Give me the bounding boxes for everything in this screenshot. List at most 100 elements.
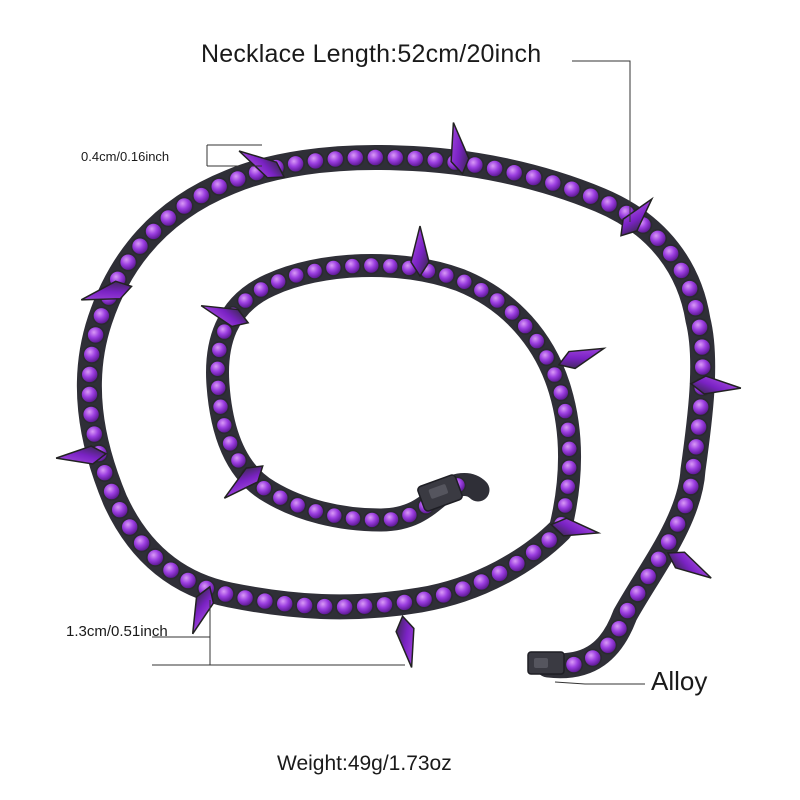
gem-stone — [488, 291, 507, 310]
gem-stone — [490, 564, 509, 583]
end-clasp — [527, 651, 565, 675]
gem-stone — [524, 543, 543, 562]
gem-stone — [485, 159, 504, 178]
gem-stone — [680, 279, 700, 298]
gem-stone — [524, 168, 543, 187]
gem-stone — [414, 589, 434, 609]
gem-stone — [693, 357, 713, 377]
gem-stone — [437, 266, 456, 285]
gem-stone — [229, 451, 248, 470]
gem-stone — [132, 533, 151, 553]
gem-stone — [539, 530, 559, 550]
measurement-lines — [152, 60, 645, 685]
gem-stone — [649, 549, 668, 569]
gem-stone — [286, 154, 305, 174]
gem-stone — [672, 261, 691, 280]
gem-stone — [686, 298, 705, 318]
gem-stone — [85, 424, 104, 444]
material-label: Alloy — [651, 666, 708, 696]
gem-stone — [675, 496, 695, 515]
gem-stone — [598, 635, 618, 655]
gem-stone — [287, 266, 306, 285]
gem-stone — [543, 173, 563, 193]
gem-stone — [504, 163, 524, 182]
gem-stone — [583, 648, 603, 668]
gem-stone — [527, 332, 546, 350]
gem-stone — [208, 359, 227, 378]
spike-charms — [55, 122, 742, 668]
gem-stone — [560, 458, 579, 477]
outer-stone-row — [80, 148, 713, 675]
gem-stone — [221, 434, 239, 453]
gem-stone — [405, 149, 425, 168]
gem-stone — [215, 416, 234, 435]
gem-stone — [599, 194, 619, 214]
gem-stone — [110, 500, 129, 520]
gem-stone — [551, 383, 570, 402]
gem-stone — [146, 548, 165, 567]
gem-stone — [659, 532, 678, 552]
gem-stone — [516, 317, 535, 335]
gem-stone — [691, 397, 711, 417]
gem-stone — [235, 588, 255, 608]
gem-stone — [545, 365, 564, 384]
gem-stone — [325, 506, 344, 525]
gem-stone — [271, 488, 290, 507]
gem-stone — [255, 479, 273, 498]
gem-stone — [210, 341, 229, 359]
gem-stone — [269, 272, 288, 291]
gem-stone — [562, 179, 582, 199]
thickness-label: 0.4cm/0.16inch — [81, 149, 170, 164]
gem-stone — [306, 151, 325, 171]
gem-stone — [288, 496, 307, 515]
gem-stone — [92, 306, 111, 326]
width-label: 1.3cm/0.51inch — [66, 623, 168, 640]
gem-stone — [400, 506, 419, 524]
gem-stone — [560, 439, 579, 458]
gem-stone — [375, 595, 394, 615]
gem-stone — [472, 572, 491, 592]
gem-stone — [178, 571, 198, 590]
gem-stone — [472, 281, 491, 300]
gem-stone — [305, 262, 324, 280]
gem-stone — [363, 511, 381, 529]
gem-stone — [382, 510, 400, 529]
gem-stone — [556, 402, 575, 420]
gem-stone — [315, 597, 334, 616]
gem-stone — [559, 420, 577, 439]
gem-stone — [120, 517, 139, 537]
gem-stone — [638, 567, 658, 586]
gem-stone — [507, 554, 527, 573]
gem-stone — [365, 148, 385, 167]
gem-stone — [692, 337, 712, 357]
gem-stone — [648, 229, 668, 248]
gem-stone — [80, 385, 99, 404]
gem-stone — [690, 317, 709, 337]
gem-stone — [684, 457, 703, 476]
gem-stone — [628, 584, 648, 603]
gem-stone — [82, 345, 101, 364]
gem-stone — [118, 252, 138, 272]
gem-stone — [668, 514, 687, 534]
gem-stone — [275, 594, 295, 614]
gem-stone — [661, 244, 681, 263]
gem-stone — [102, 482, 121, 501]
gem-stone — [306, 502, 325, 521]
gem-stone — [686, 437, 706, 457]
gem-stone — [252, 280, 270, 299]
gem-stone — [236, 291, 255, 310]
chain-base — [76, 144, 716, 679]
gem-stone — [130, 236, 150, 256]
gem-stone — [355, 596, 374, 616]
gem-stone — [216, 584, 235, 604]
gem-stone — [144, 222, 163, 241]
gem-stone — [455, 272, 474, 291]
gem-stone — [689, 417, 708, 437]
gem-stone — [325, 149, 345, 169]
gem-stone — [434, 585, 453, 605]
gem-stone — [558, 477, 577, 496]
gem-stone — [556, 496, 575, 515]
gem-stone — [345, 148, 365, 168]
